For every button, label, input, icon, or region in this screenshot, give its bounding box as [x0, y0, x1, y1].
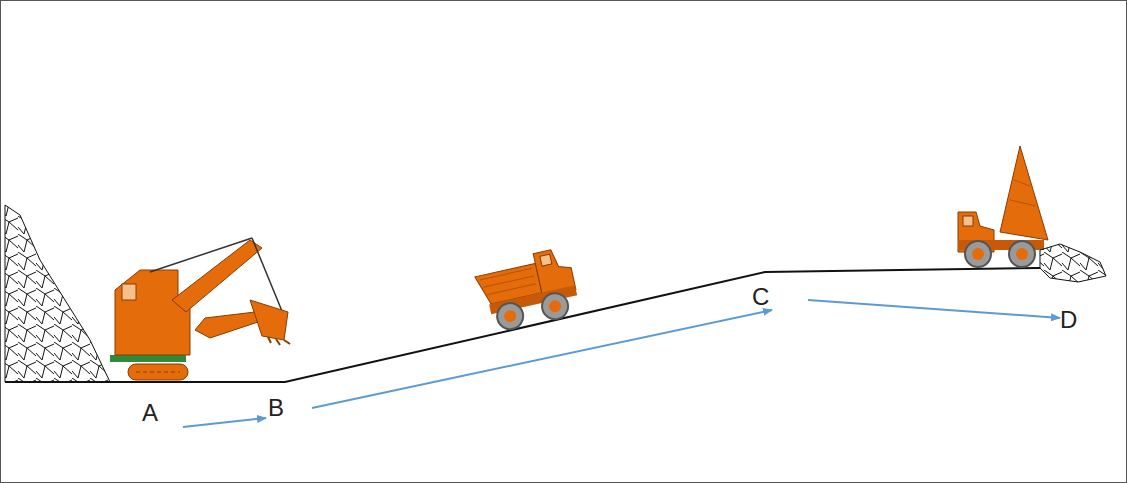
point-label: A [142, 401, 158, 425]
point-label: D [1060, 308, 1077, 332]
movement-arrows [183, 300, 1060, 427]
haul-truck [473, 246, 582, 334]
dumping-truck [958, 146, 1048, 267]
point-label: B [268, 396, 284, 420]
point-label: C [752, 285, 769, 309]
shovel-illustration [110, 238, 290, 380]
